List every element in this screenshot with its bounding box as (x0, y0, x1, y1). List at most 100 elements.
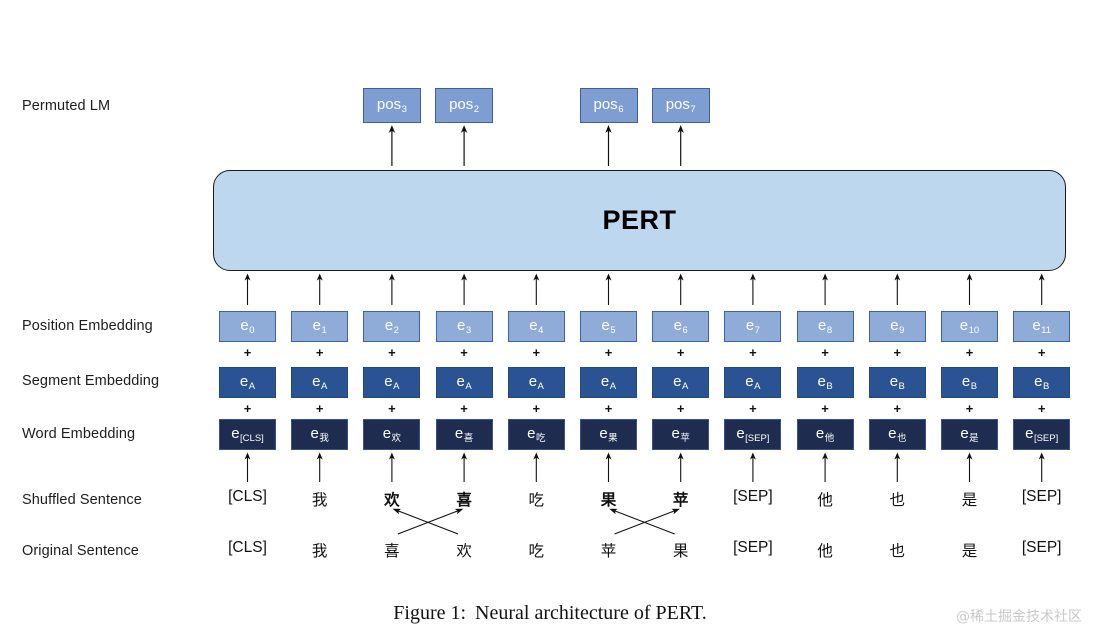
segment-embedding-box-11: eB (1013, 367, 1071, 398)
word-embedding-box-11: e[SEP] (1013, 419, 1071, 450)
plus-segment-word-1: + (315, 401, 324, 416)
word-embedding-box-2: e欢 (363, 419, 421, 450)
prediction-head-box-0: pos3 (362, 88, 421, 123)
plus-position-segment-2: + (388, 345, 396, 360)
position-embedding-box-7: e7 (724, 311, 782, 342)
position-embedding-box-11: e11 (1013, 311, 1071, 342)
shuffled-token-1: 我 (311, 492, 328, 509)
position-embedding-box-1: e1 (291, 311, 349, 342)
swap-arrow-0 (397, 508, 464, 535)
figure-caption-number: Figure 1: (393, 602, 467, 624)
row-label-segment-embedding: Segment Embedding (22, 373, 160, 389)
row-label-original-sentence: Original Sentence (22, 543, 139, 559)
plus-segment-word-6: + (676, 401, 685, 416)
plus-segment-word-10: + (965, 401, 974, 416)
position-embedding-box-9: e9 (868, 311, 926, 342)
original-token-2: 喜 (384, 543, 400, 560)
word-embedding-box-9: e也 (868, 419, 926, 450)
word-embedding-box-5: e果 (580, 419, 637, 450)
plus-segment-word-8: + (821, 401, 829, 416)
watermark-text: @稀土掘金技术社区 (956, 609, 1082, 625)
row-label-position-embedding: Position Embedding (22, 318, 153, 334)
plus-position-segment-0: + (243, 345, 252, 360)
position-embedding-box-3: e3 (435, 311, 493, 342)
row-label-permuted-lm: Permuted LM (22, 98, 111, 114)
shuffled-token-6: 苹 (672, 492, 689, 509)
plus-position-segment-11: + (1037, 345, 1046, 360)
plus-segment-word-7: + (749, 401, 757, 416)
original-token-3: 欢 (456, 543, 472, 560)
segment-embedding-box-9: eB (868, 367, 926, 398)
word-embedding-box-3: e喜 (435, 419, 493, 450)
position-embedding-box-5: e5 (580, 311, 637, 342)
pert-model-block: PERT (213, 170, 1066, 271)
plus-position-segment-10: + (965, 345, 974, 360)
shuffled-token-8: 他 (817, 492, 833, 509)
original-token-5: 苹 (600, 543, 617, 560)
plus-segment-word-9: + (893, 401, 902, 416)
position-embedding-box-10: e10 (941, 311, 998, 342)
plus-position-segment-8: + (821, 345, 829, 360)
original-token-8: 他 (817, 543, 833, 560)
segment-embedding-box-4: eA (507, 367, 565, 398)
plus-segment-word-11: + (1037, 401, 1046, 416)
plus-position-segment-6: + (676, 345, 685, 360)
plus-segment-word-0: + (243, 401, 252, 416)
segment-embedding-box-3: eA (435, 367, 493, 398)
original-token-7: [SEP] (733, 539, 773, 556)
segment-embedding-box-2: eA (363, 367, 421, 398)
position-embedding-box-8: e8 (796, 311, 854, 342)
original-token-10: 是 (961, 543, 978, 560)
shuffled-token-2: 欢 (384, 492, 400, 509)
position-embedding-box-0: e0 (219, 311, 276, 342)
shuffled-token-9: 也 (889, 492, 906, 509)
segment-embedding-box-7: eA (724, 367, 782, 398)
plus-position-segment-1: + (315, 345, 324, 360)
word-embedding-box-10: e是 (941, 419, 998, 450)
plus-position-segment-9: + (893, 345, 902, 360)
shuffled-token-4: 吃 (528, 492, 545, 509)
plus-position-segment-7: + (749, 345, 757, 360)
position-embedding-box-6: e6 (652, 311, 710, 342)
segment-embedding-box-6: eA (652, 367, 710, 398)
plus-segment-word-4: + (532, 401, 541, 416)
plus-segment-word-3: + (460, 401, 468, 416)
word-embedding-box-7: e[SEP] (724, 419, 782, 450)
position-embedding-box-2: e2 (363, 311, 421, 342)
original-token-1: 我 (311, 543, 328, 560)
prediction-head-box-2: pos6 (579, 88, 638, 123)
word-embedding-box-1: e我 (291, 419, 349, 450)
plus-position-segment-5: + (604, 345, 613, 360)
shuffled-token-3: 喜 (456, 492, 472, 509)
segment-embedding-box-8: eB (796, 367, 854, 398)
plus-segment-word-2: + (388, 401, 396, 416)
figure-caption: Figure 1: Neural architecture of PERT. (0, 602, 1100, 625)
plus-position-segment-4: + (532, 345, 541, 360)
shuffled-token-7: [SEP] (733, 488, 773, 505)
row-label-word-embedding: Word Embedding (22, 426, 136, 442)
shuffled-token-11: [SEP] (1021, 488, 1062, 505)
original-token-9: 也 (889, 543, 906, 560)
figure-caption-text: Neural architecture of PERT. (475, 602, 707, 624)
segment-embedding-box-5: eA (580, 367, 637, 398)
original-token-0: [CLS] (228, 539, 267, 556)
plus-segment-word-5: + (604, 401, 613, 416)
segment-embedding-box-10: eB (941, 367, 998, 398)
original-token-11: [SEP] (1021, 539, 1062, 556)
shuffled-token-0: [CLS] (228, 488, 267, 505)
word-embedding-box-0: e[CLS] (219, 419, 276, 450)
word-embedding-box-4: e吃 (507, 419, 565, 450)
plus-position-segment-3: + (460, 345, 468, 360)
original-token-4: 吃 (528, 543, 545, 560)
word-embedding-box-6: e苹 (652, 419, 710, 450)
original-token-6: 果 (672, 543, 689, 560)
position-embedding-box-4: e4 (507, 311, 565, 342)
swap-arrow-1 (614, 508, 680, 535)
prediction-head-box-3: pos7 (651, 88, 710, 123)
shuffled-token-5: 果 (600, 492, 617, 509)
segment-embedding-box-1: eA (291, 367, 349, 398)
word-embedding-box-8: e他 (796, 419, 854, 450)
prediction-head-box-1: pos2 (435, 88, 494, 123)
segment-embedding-box-0: eA (219, 367, 276, 398)
